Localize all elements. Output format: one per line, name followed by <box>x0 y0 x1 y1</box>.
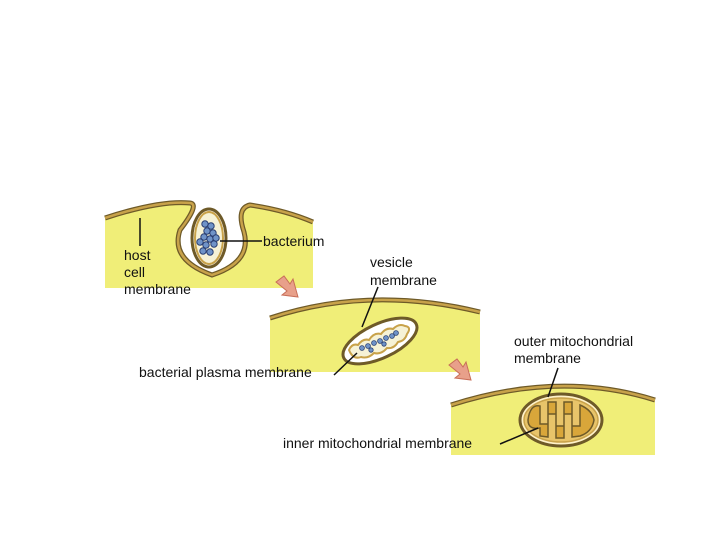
label-vesicle-membrane-word: membrane <box>370 272 437 288</box>
label-bacterial-plasma-membrane: bacterial plasma membrane <box>139 364 312 380</box>
label-outer-mitochondrial: outer mitochondrial <box>514 333 633 349</box>
label-outer-mitochondrial-membrane: outer mitochondrial membrane <box>514 333 637 366</box>
label-host: host <box>124 247 151 263</box>
label-outer-membrane-word: membrane <box>514 350 581 366</box>
label-membrane: membrane <box>124 281 191 297</box>
label-inner-mitochondrial-membrane: inner mitochondrial membrane <box>283 435 472 451</box>
label-vesicle: vesicle <box>370 254 413 270</box>
label-bacterium: bacterium <box>263 233 324 249</box>
label-cell: cell <box>124 264 145 280</box>
label-vesicle-membrane: vesicle membrane <box>370 254 437 288</box>
